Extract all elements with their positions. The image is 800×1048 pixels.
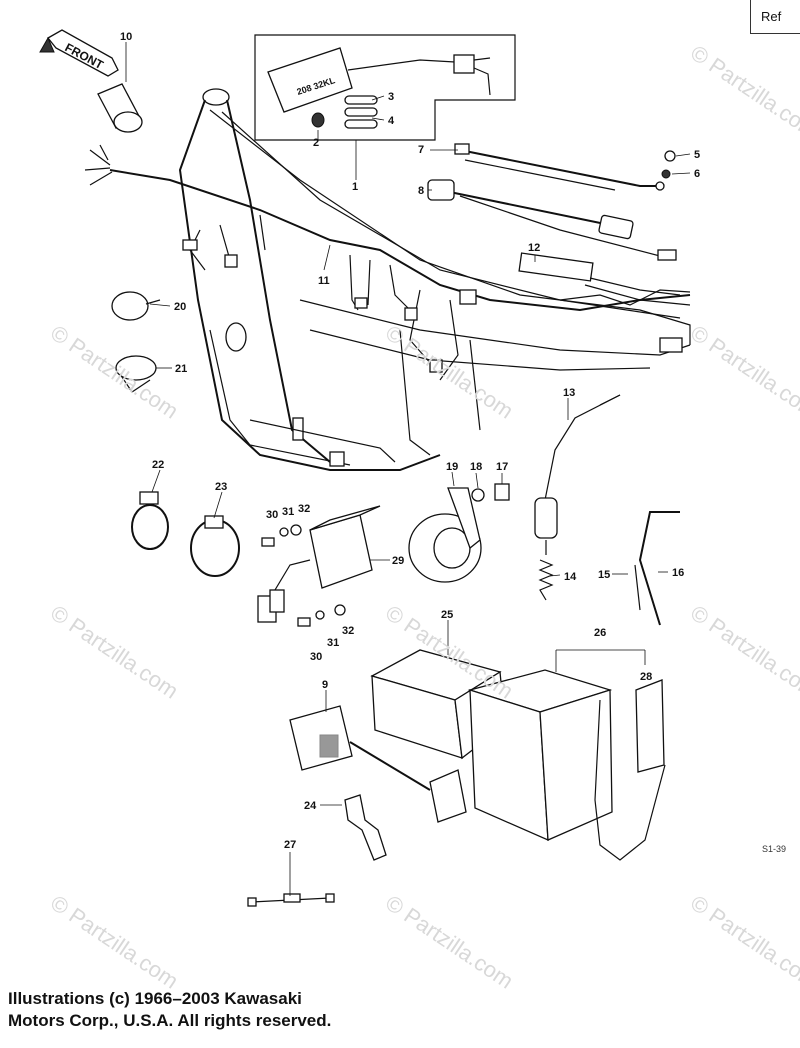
callout-20: 20 <box>174 301 186 313</box>
copyright-notice: Illustrations (c) 1966–2003 Kawasaki Mot… <box>8 988 331 1032</box>
callout-1: 1 <box>352 181 358 193</box>
callout-2: 2 <box>313 137 319 149</box>
callout-5: 5 <box>694 149 700 161</box>
callout-18: 18 <box>470 461 482 473</box>
callout-11: 11 <box>318 275 330 287</box>
horn-icon <box>408 483 510 583</box>
cdi-unit <box>289 705 467 823</box>
callout-15: 15 <box>598 569 610 581</box>
callout-22: 22 <box>152 459 164 471</box>
ignition-switch-icon <box>97 83 143 133</box>
copyright-line-2: Motors Corp., U.S.A. All rights reserved… <box>8 1011 332 1030</box>
callout-16: 16 <box>672 567 684 579</box>
callout-labels: 10 3 4 2 1 7 5 6 8 12 11 20 21 13 22 23 … <box>120 31 700 851</box>
callout-25: 25 <box>441 609 453 621</box>
callout-19: 19 <box>446 461 458 473</box>
callout-4: 4 <box>388 115 395 127</box>
rectifier-unit <box>257 505 381 627</box>
callout-12: 12 <box>528 242 540 254</box>
clamp-bands <box>131 491 240 577</box>
callout-8: 8 <box>418 185 424 197</box>
junction-block <box>518 252 594 282</box>
relay-icons <box>111 291 161 393</box>
callout-28: 28 <box>640 671 652 683</box>
bracket-24 <box>344 794 387 861</box>
leader-lines <box>125 42 691 896</box>
callout-26: 26 <box>594 627 606 639</box>
callout-32a: 32 <box>298 503 310 515</box>
callout-14: 14 <box>564 571 577 583</box>
wiring-harness <box>84 144 691 381</box>
battery <box>467 669 666 861</box>
callout-29: 29 <box>392 555 404 567</box>
callout-24: 24 <box>304 800 317 812</box>
copyright-line-1: Illustrations (c) 1966–2003 Kawasaki <box>8 989 302 1008</box>
switch-arm <box>634 511 680 626</box>
callout-30a: 30 <box>266 509 278 521</box>
ref-tab[interactable]: Ref <box>750 0 800 34</box>
callout-31a: 31 <box>282 506 294 518</box>
callout-9: 9 <box>322 679 328 691</box>
callout-30b: 30 <box>310 651 322 663</box>
callout-3: 3 <box>388 91 394 103</box>
callout-23: 23 <box>215 481 227 493</box>
callout-32b: 32 <box>342 625 354 637</box>
callout-6: 6 <box>694 168 700 180</box>
lead-wire <box>247 893 335 907</box>
callout-21: 21 <box>175 363 187 375</box>
front-arrow-icon: FRONT <box>39 29 119 77</box>
callout-27: 27 <box>284 839 296 851</box>
callout-13: 13 <box>563 387 575 399</box>
brake-switch <box>534 394 621 601</box>
drawing-code: S1-39 <box>762 844 787 854</box>
callout-10: 10 <box>120 31 132 43</box>
ground-leads <box>427 143 677 261</box>
regulator-inset: 208 32KL <box>254 34 516 141</box>
callout-31b: 31 <box>327 637 339 649</box>
callout-7: 7 <box>418 144 424 156</box>
callout-17: 17 <box>496 461 508 473</box>
frame-drawing <box>178 88 691 471</box>
